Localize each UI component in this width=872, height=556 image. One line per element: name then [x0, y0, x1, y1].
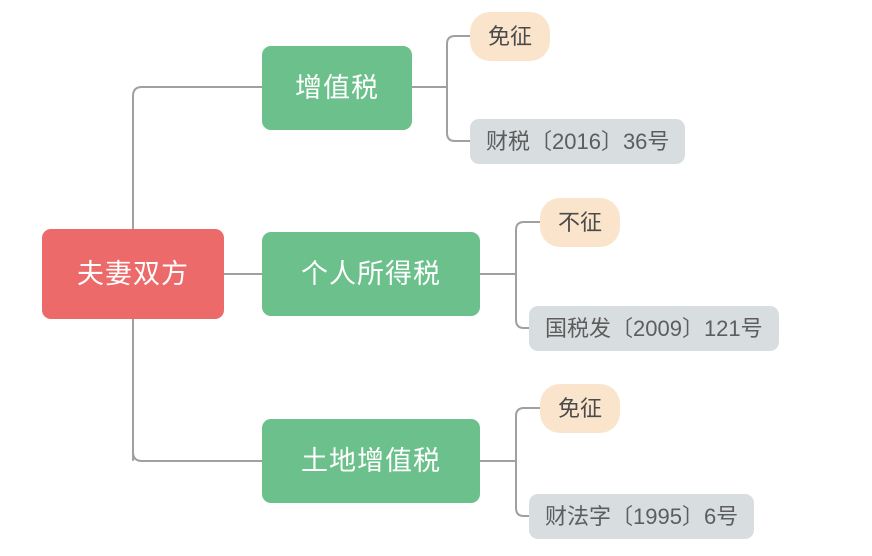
status-tag-vat[interactable]: 免征 [470, 12, 551, 61]
status-tag-iit[interactable]: 不征 [540, 198, 621, 247]
connector-iit-to-tag [515, 221, 541, 275]
reference-vat[interactable]: 财税〔2016〕36号 [470, 119, 686, 164]
branch-node-lat[interactable]: 土地增值税 [262, 419, 480, 503]
status-tag-lat[interactable]: 免征 [540, 384, 621, 433]
reference-iit[interactable]: 国税发〔2009〕121号 [529, 306, 779, 351]
connector-vat-to-tag [446, 35, 471, 88]
branch-node-vat[interactable]: 增值税 [262, 46, 412, 130]
branch-node-vat-label: 增值税 [295, 72, 379, 103]
root-node[interactable]: 夫妻双方 [42, 229, 224, 319]
connector-lat-to-tag [515, 407, 541, 462]
reference-vat-label: 财税〔2016〕36号 [486, 128, 670, 154]
status-tag-lat-label: 免征 [558, 395, 603, 421]
branch-node-lat-label: 土地增值税 [301, 445, 441, 476]
status-tag-vat-label: 免征 [488, 23, 533, 49]
branch-node-iit[interactable]: 个人所得税 [262, 232, 480, 316]
status-tag-iit-label: 不征 [558, 209, 603, 235]
connector-vat-to-ref [446, 86, 471, 142]
reference-lat[interactable]: 财法字〔1995〕6号 [529, 494, 755, 539]
root-node-label: 夫妻双方 [77, 258, 189, 289]
branch-node-iit-label: 个人所得税 [301, 258, 441, 289]
reference-iit-label: 国税发〔2009〕121号 [545, 315, 763, 341]
reference-lat-label: 财法字〔1995〕6号 [545, 503, 739, 529]
